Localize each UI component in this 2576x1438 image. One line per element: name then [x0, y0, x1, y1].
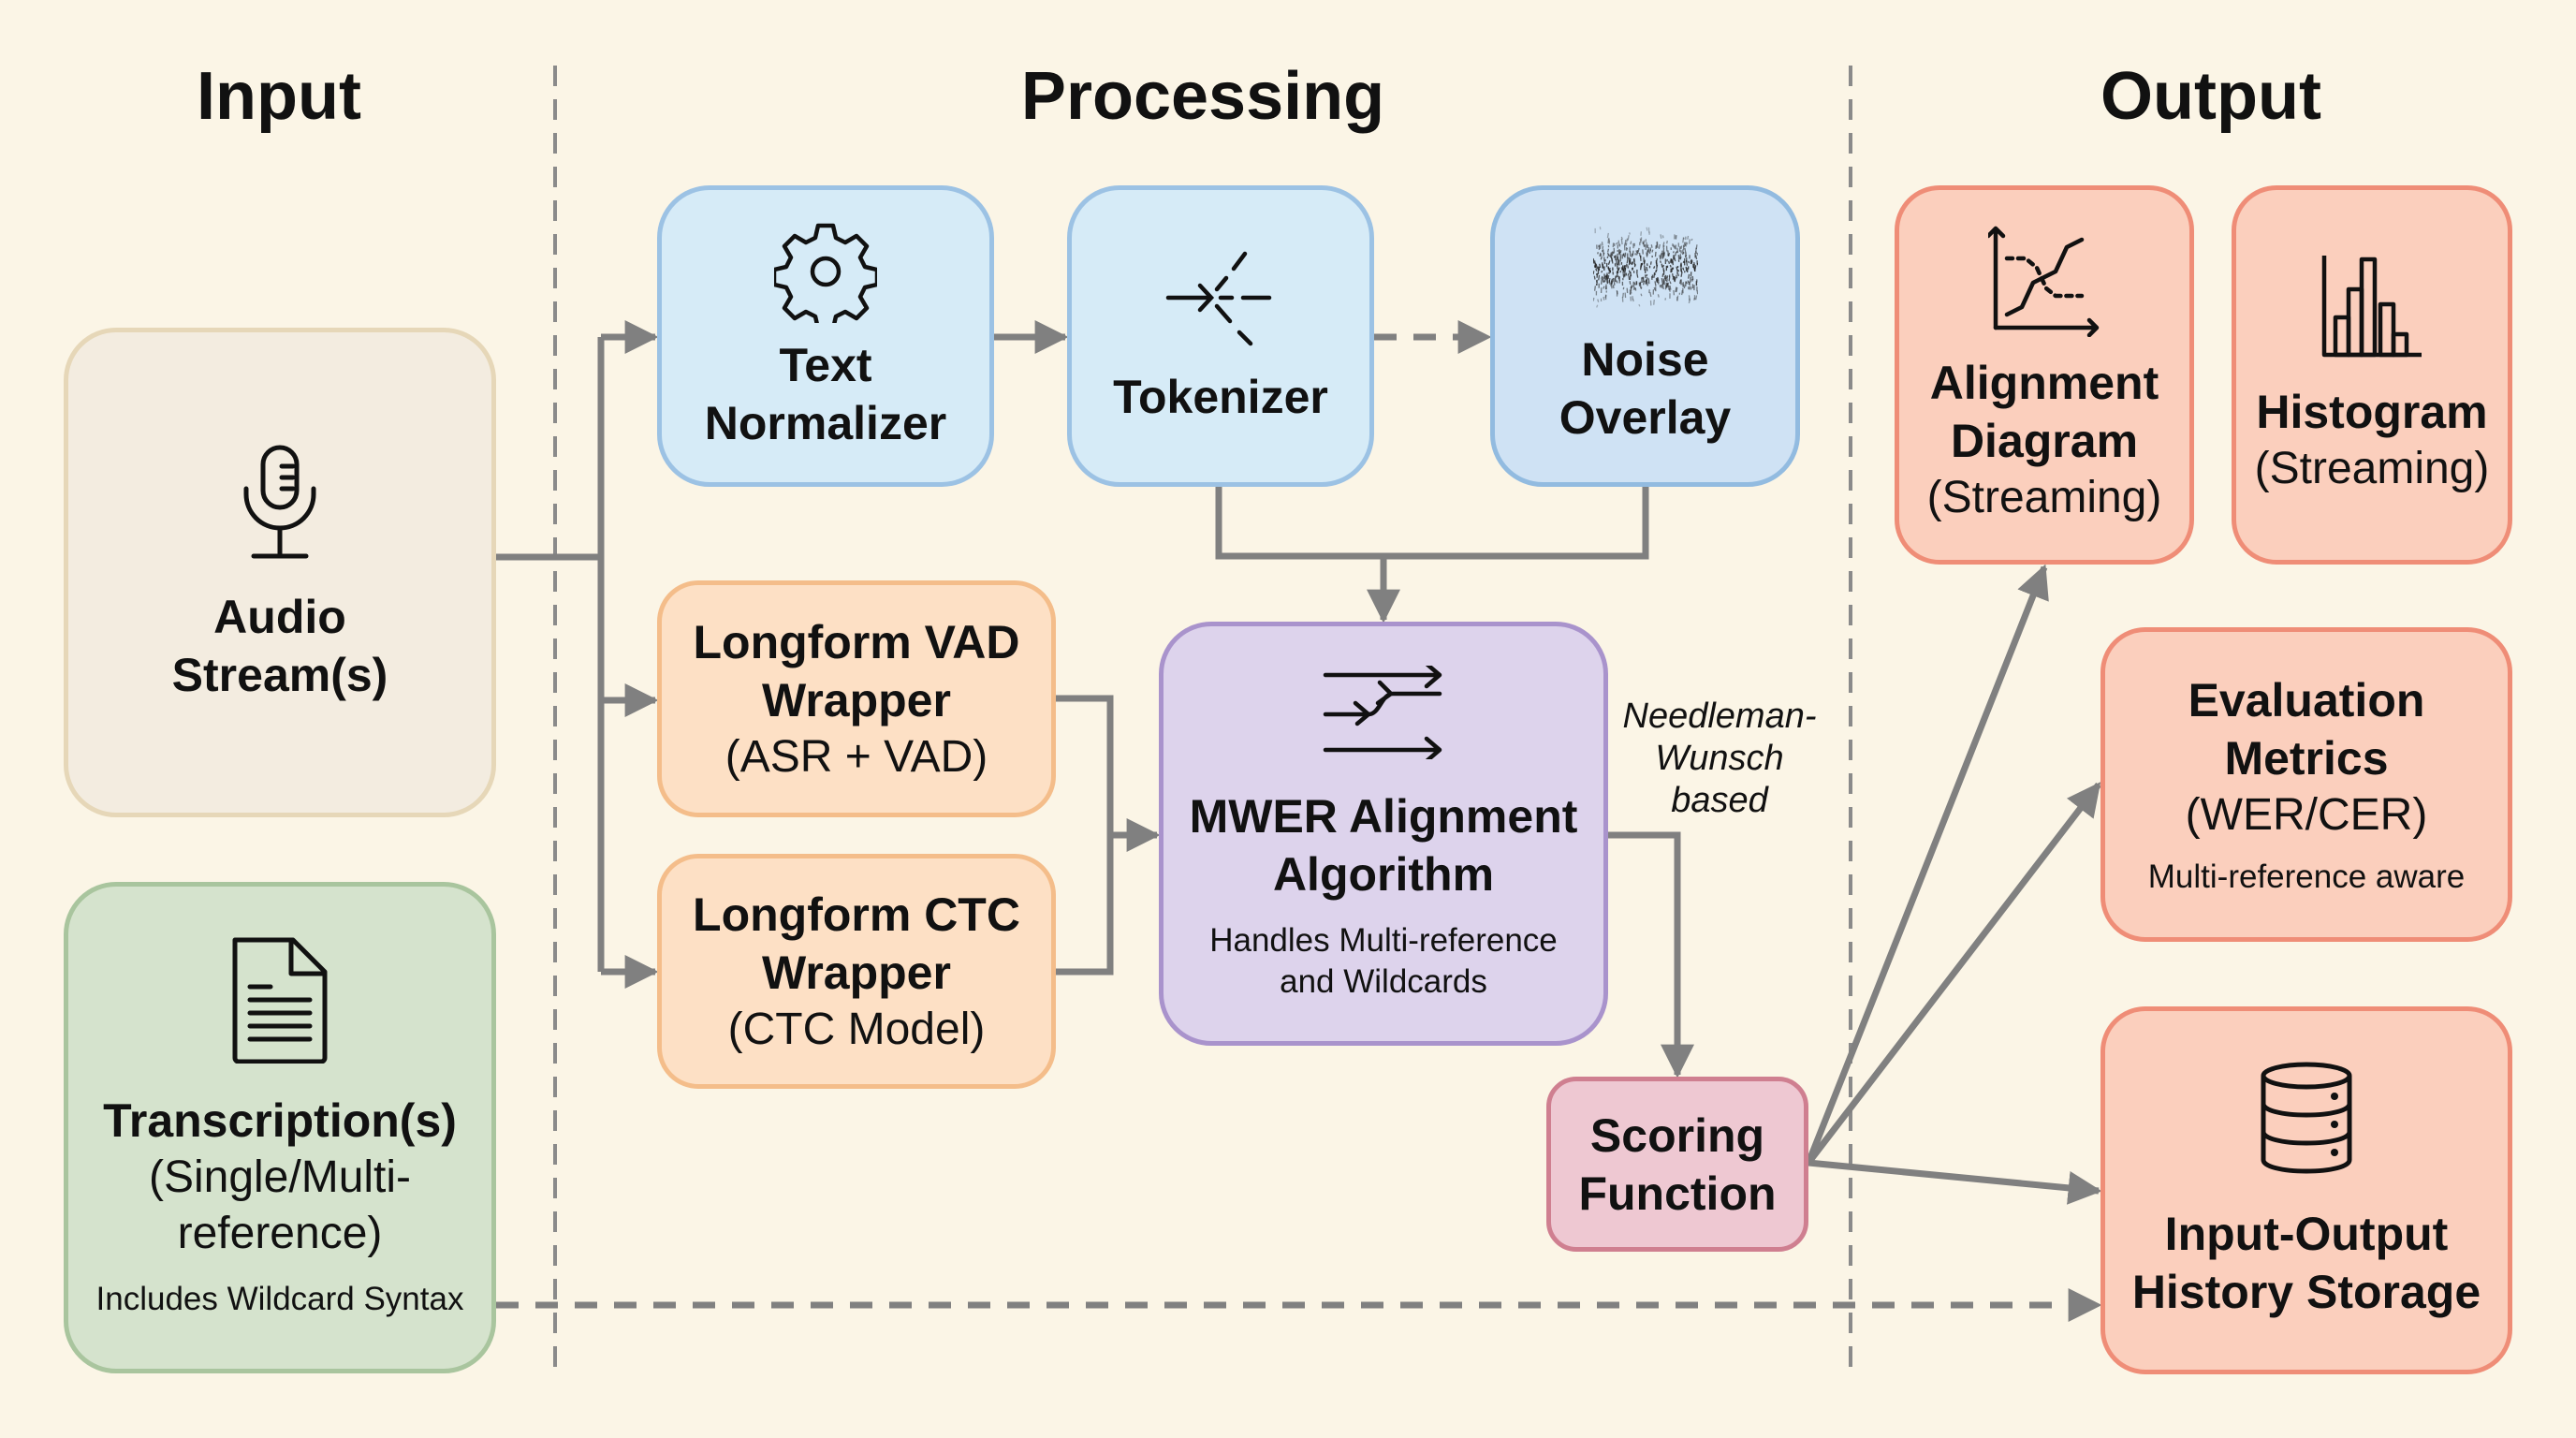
node-audio-stream[interactable]: Audio Stream(s)	[64, 328, 496, 817]
vad-title-line1: Longform VAD	[693, 615, 1020, 668]
node-noise-overlay[interactable]: Noise Overlay	[1490, 185, 1800, 487]
node-evaluation-metrics[interactable]: Evaluation Metrics (WER/CER) Multi-refer…	[2100, 627, 2512, 942]
alignment-diagram-title-line2: Diagram	[1950, 414, 2139, 467]
gear-icon	[774, 223, 877, 323]
io-storage-title-line1: Input-Output	[2164, 1207, 2449, 1260]
arrow-scoring-to-io-storage	[1808, 1159, 2102, 1205]
node-scoring-function[interactable]: Scoring Function	[1546, 1077, 1808, 1252]
noise-icon	[1592, 227, 1698, 308]
transcription-sub-line1: (Single/Multi-	[148, 1152, 412, 1202]
text-normalizer-title-line2: Normalizer	[704, 397, 947, 449]
column-title-output: Output	[2100, 59, 2321, 134]
eval-metrics-note: Multi-reference aware	[2147, 858, 2466, 895]
alignment-diagram-title-line1: Alignment	[1929, 356, 2159, 409]
mwer-title-line1: MWER Alignment	[1189, 789, 1578, 843]
vad-sub: (ASR + VAD)	[724, 731, 988, 782]
ctc-title-line1: Longform CTC	[693, 888, 1020, 941]
mwer-note-line1: Handles Multi-reference	[1209, 921, 1558, 959]
document-icon	[232, 937, 328, 1064]
column-title-processing: Processing	[1020, 59, 1385, 134]
bar-chart-icon	[2321, 255, 2422, 357]
arrow-mwer-to-scoring	[1608, 831, 1694, 1078]
eval-metrics-title-line2: Metrics	[2224, 732, 2389, 785]
connector-tokenizer-noise-merge	[1215, 487, 1649, 560]
noise-overlay-title-line1: Noise	[1581, 333, 1709, 386]
annotation-line2: Wunsch	[1655, 739, 1784, 778]
connector-wrappers-merge	[1056, 695, 1114, 976]
transcription-title: Transcription(s)	[103, 1093, 457, 1147]
node-tokenizer[interactable]: Tokenizer	[1067, 185, 1374, 487]
database-icon	[2261, 1062, 2352, 1174]
alignment-arrows-icon	[1323, 665, 1442, 759]
transcription-note: Includes Wildcard Syntax	[95, 1280, 464, 1317]
microphone-icon	[243, 445, 316, 558]
node-ctc-wrapper[interactable]: Longform CTC Wrapper (CTC Model)	[657, 854, 1056, 1089]
node-mwer-alignment[interactable]: MWER Alignment Algorithm Handles Multi-r…	[1159, 622, 1608, 1046]
node-alignment-diagram[interactable]: Alignment Diagram (Streaming)	[1895, 185, 2194, 565]
node-io-history-storage[interactable]: Input-Output History Storage	[2100, 1006, 2512, 1374]
histogram-sub: (Streaming)	[2254, 443, 2490, 493]
annotation-line3: based	[1671, 781, 1768, 820]
tokenizer-title: Tokenizer	[1113, 371, 1328, 423]
column-title-input: Input	[197, 59, 361, 134]
node-vad-wrapper[interactable]: Longform VAD Wrapper (ASR + VAD)	[657, 580, 1056, 817]
annotation-line1: Needleman-	[1622, 697, 1817, 736]
node-transcription[interactable]: Transcription(s) (Single/Multi- referenc…	[64, 882, 496, 1373]
ctc-sub: (CTC Model)	[727, 1004, 986, 1054]
vad-title-line2: Wrapper	[762, 673, 951, 726]
ctc-title-line2: Wrapper	[762, 946, 951, 999]
split-arrow-icon	[1165, 251, 1272, 346]
histogram-title: Histogram	[2256, 385, 2488, 438]
arrow-scoring-to-eval-metrics	[1806, 782, 2101, 1166]
scoring-title-line2: Function	[1578, 1167, 1777, 1220]
noise-overlay-title-line2: Overlay	[1559, 391, 1732, 444]
mwer-title-line2: Algorithm	[1272, 847, 1495, 901]
transcription-sub-line2: reference)	[177, 1208, 383, 1258]
text-normalizer-title-line1: Text	[779, 339, 872, 391]
audio-title-line1: Audio	[213, 590, 346, 643]
eval-metrics-sub: (WER/CER)	[2185, 790, 2428, 840]
arrow-scoring-to-alignment-diagram	[1805, 564, 2049, 1165]
node-histogram[interactable]: Histogram (Streaming)	[2232, 185, 2512, 565]
eval-metrics-title-line1: Evaluation	[2188, 674, 2425, 726]
io-storage-title-line2: History Storage	[2131, 1265, 2481, 1318]
scoring-title-line1: Scoring	[1589, 1108, 1765, 1162]
audio-title-line2: Stream(s)	[171, 648, 388, 701]
alignment-diagram-sub: (Streaming)	[1926, 472, 2162, 522]
node-text-normalizer[interactable]: Text Normalizer	[657, 185, 994, 487]
line-chart-icon	[1988, 226, 2100, 337]
needleman-wunsch-annotation: Needleman- Wunsch based	[1612, 696, 1827, 822]
mwer-note-line2: and Wildcards	[1280, 962, 1487, 1000]
